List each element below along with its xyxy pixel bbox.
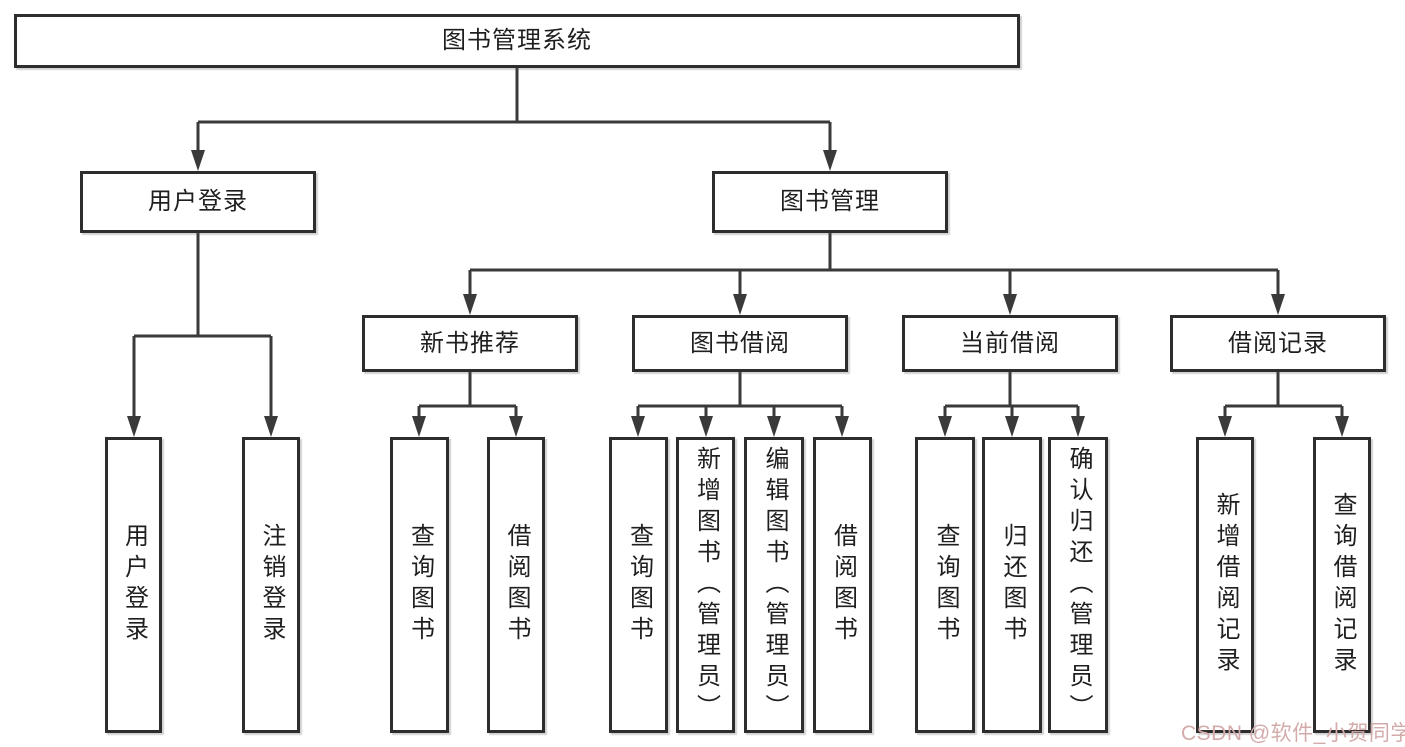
connector-newbook-to-leaves <box>412 372 523 437</box>
leaf-query-books-recommend: 查询图书 <box>390 437 449 733</box>
connector-login-to-leaves <box>127 233 278 437</box>
node-label: 归还图书 <box>999 523 1026 647</box>
node-label: 借阅图书 <box>829 523 857 647</box>
node-label: 查询借阅记录 <box>1329 492 1356 678</box>
csdn-watermark: CSDN @软件_小贺同学 <box>1181 722 1405 745</box>
node-label: 用户登录 <box>120 523 148 647</box>
node-label: 图书管理 <box>780 188 880 215</box>
node-root-system: 图书管理系统 <box>14 14 1020 68</box>
node-user-login: 用户登录 <box>80 171 316 233</box>
node-borrow-records: 借阅记录 <box>1170 315 1386 372</box>
connector-records-to-leaves <box>1218 372 1349 437</box>
node-label: 图书管理系统 <box>442 27 592 54</box>
leaf-borrow-books: 借阅图书 <box>813 437 872 733</box>
node-label: 新增图书（管理员） <box>692 445 720 725</box>
node-label: 查询图书 <box>932 523 959 647</box>
leaf-query-books-borrowing: 查询图书 <box>609 437 668 733</box>
node-label: 新增借阅记录 <box>1212 492 1239 678</box>
node-label: 用户登录 <box>148 188 248 215</box>
node-book-management: 图书管理 <box>712 171 948 233</box>
leaf-return-books: 归还图书 <box>982 437 1042 733</box>
node-label: 确认归还（管理员） <box>1065 445 1092 725</box>
leaf-user-login: 用户登录 <box>105 437 162 733</box>
connector-current-to-leaves <box>938 372 1085 437</box>
node-label: 注销登录 <box>258 523 285 647</box>
connector-root-to-level2 <box>191 68 837 171</box>
connector-borrow-to-leaves <box>631 372 849 437</box>
node-label: 新书推荐 <box>420 329 520 357</box>
node-book-borrowing: 图书借阅 <box>632 315 848 372</box>
node-label: 图书借阅 <box>690 329 790 357</box>
node-label: 借阅图书 <box>503 523 530 647</box>
leaf-add-borrow-record: 新增借阅记录 <box>1196 437 1254 733</box>
node-current-borrowing: 当前借阅 <box>902 315 1118 372</box>
node-label: 借阅记录 <box>1228 329 1328 357</box>
leaf-query-borrow-record: 查询借阅记录 <box>1313 437 1371 733</box>
node-label: 当前借阅 <box>960 329 1060 357</box>
connector-mgmt-to-level3 <box>463 233 1285 315</box>
leaf-logout: 注销登录 <box>242 437 300 733</box>
leaf-confirm-return-admin: 确认归还（管理员） <box>1048 437 1108 733</box>
leaf-edit-book-admin: 编辑图书（管理员） <box>744 437 804 733</box>
node-label: 查询图书 <box>625 523 653 647</box>
leaf-query-books-current: 查询图书 <box>915 437 975 733</box>
node-new-book-recommend: 新书推荐 <box>362 315 578 372</box>
node-label: 编辑图书（管理员） <box>761 445 788 725</box>
leaf-borrow-books-recommend: 借阅图书 <box>487 437 545 733</box>
node-label: 查询图书 <box>406 523 434 647</box>
leaf-add-book-admin: 新增图书（管理员） <box>676 437 735 733</box>
